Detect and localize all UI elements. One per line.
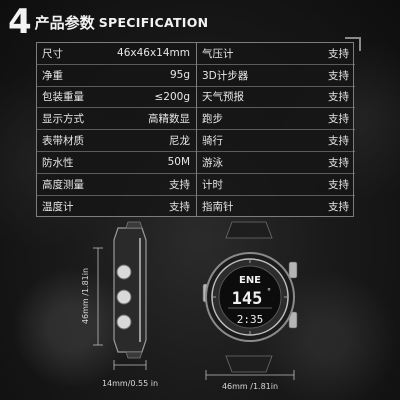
spec-label: 跑步 <box>202 113 223 126</box>
spec-label: 表带材质 <box>42 135 84 148</box>
spec-row: 计时 支持 <box>197 174 355 196</box>
spec-table: 尺寸 46x46x14mm 净重 95g 包装重量 ≤200g 显示方式 高精数… <box>36 37 361 217</box>
spec-value: 尼龙 <box>169 135 190 148</box>
spec-value: 95g <box>169 69 190 82</box>
watch-front-view: ENE 145 ° 2:35 <box>202 221 298 373</box>
spec-value: 支持 <box>169 200 190 213</box>
spec-column-left: 尺寸 46x46x14mm 净重 95g 包装重量 ≤200g 显示方式 高精数… <box>37 43 196 216</box>
width-dimension: 46mm /1.81in <box>205 370 295 391</box>
spec-label: 气压计 <box>202 47 234 60</box>
spec-value: 支持 <box>328 113 349 126</box>
section-header: 4 产品参数 SPECIFICATION <box>8 2 209 42</box>
spec-row: 防水性 50M <box>37 152 196 174</box>
spec-label: 骑行 <box>202 135 223 148</box>
spec-value: ≤200g <box>154 90 190 103</box>
height-dimension-label: 46mm /1.81in <box>81 268 90 324</box>
display-heading-unit: ° <box>267 287 271 296</box>
spec-value: 支持 <box>328 69 349 82</box>
spec-label: 游泳 <box>202 156 223 169</box>
height-dimension: 46mm /1.81in <box>81 247 103 346</box>
spec-row: 净重 95g <box>37 65 196 87</box>
watch-case-side <box>113 227 147 353</box>
spec-value: 支持 <box>169 178 190 191</box>
spec-row: 显示方式 高精数显 <box>37 108 196 131</box>
spec-value: 支持 <box>328 156 349 169</box>
spec-label: 显示方式 <box>42 113 84 126</box>
side-button-icon <box>116 314 132 330</box>
spec-row: 高度测量 支持 <box>37 174 196 196</box>
spec-value: 支持 <box>328 91 349 104</box>
spec-label: 温度计 <box>42 200 74 213</box>
spec-row: 包装重量 ≤200g <box>37 87 196 109</box>
section-title-en: SPECIFICATION <box>98 15 209 30</box>
right-button-icon <box>288 261 298 279</box>
spec-row: 游泳 支持 <box>197 152 355 174</box>
spec-label: 高度测量 <box>42 178 84 191</box>
spec-value: 50M <box>167 156 190 169</box>
display-time: 2:35 <box>237 313 264 326</box>
side-button-icon <box>116 289 132 305</box>
spec-value: 高精数显 <box>148 113 190 126</box>
strap-top <box>225 221 273 239</box>
spec-value: 支持 <box>328 200 349 213</box>
spec-label: 指南针 <box>202 200 234 213</box>
spec-row: 指南针 支持 <box>197 196 355 218</box>
spec-row: 3D计步器 支持 <box>197 65 355 87</box>
thickness-dimension-label: 14mm/0.55 in <box>102 379 158 388</box>
spec-value: 46x46x14mm <box>117 47 190 60</box>
thickness-dimension: 14mm/0.55 in <box>102 360 158 388</box>
strap-bottom-side <box>125 351 143 359</box>
spec-value: 支持 <box>328 47 349 60</box>
section-title-cn: 产品参数 <box>34 14 95 32</box>
spec-label: 防水性 <box>42 156 74 169</box>
spec-label: 净重 <box>42 69 63 82</box>
spec-row: 尺寸 46x46x14mm <box>37 43 196 65</box>
side-button-icon <box>116 264 132 280</box>
spec-value: 支持 <box>328 178 349 191</box>
right-button-icon <box>288 311 298 329</box>
spec-row: 气压计 支持 <box>197 43 355 65</box>
strap-bottom <box>225 355 273 373</box>
display-heading: 145 <box>232 289 263 309</box>
spec-row: 天气预报 支持 <box>197 87 355 109</box>
spec-row: 表带材质 尼龙 <box>37 130 196 152</box>
section-number: 4 <box>8 2 32 42</box>
spec-label: 尺寸 <box>42 47 63 60</box>
width-dimension-label: 46mm /1.81in <box>222 382 278 391</box>
spec-label: 3D计步器 <box>202 69 249 82</box>
spec-row: 骑行 支持 <box>197 130 355 152</box>
spec-value: 支持 <box>328 135 349 148</box>
spec-row: 跑步 支持 <box>197 108 355 131</box>
watch-screen <box>218 265 282 329</box>
display-direction: ENE <box>239 275 261 286</box>
watch-side-view <box>113 221 147 359</box>
spec-label: 包装重量 <box>42 91 84 104</box>
spec-label: 天气预报 <box>202 91 244 104</box>
spec-label: 计时 <box>202 178 223 191</box>
spec-row: 温度计 支持 <box>37 196 196 218</box>
strap-top-side <box>125 221 143 229</box>
spec-column-right: 气压计 支持 3D计步器 支持 天气预报 支持 跑步 支持 骑行 支持 游泳 支… <box>196 43 355 216</box>
